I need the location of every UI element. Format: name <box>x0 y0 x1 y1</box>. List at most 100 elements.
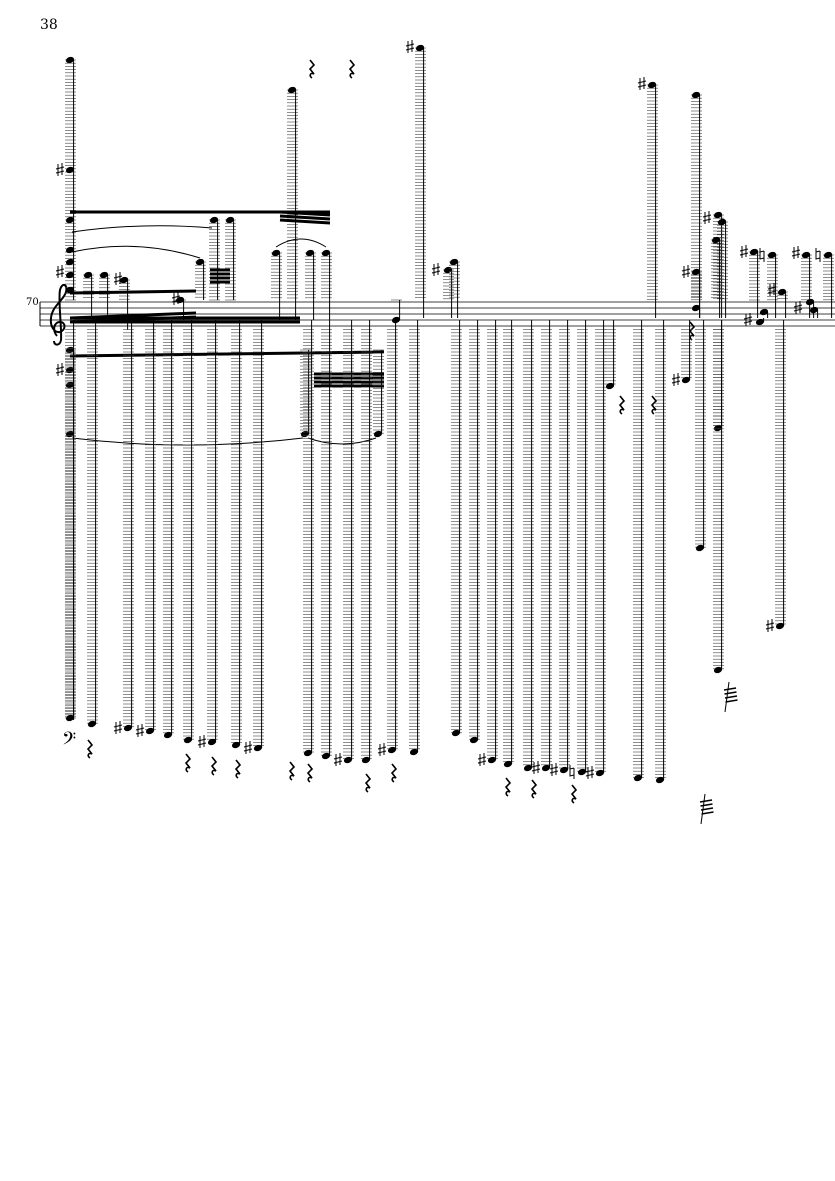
notehead <box>805 298 815 306</box>
quarter-rest <box>234 759 242 779</box>
notehead <box>300 430 310 438</box>
notehead <box>595 769 605 777</box>
sharp-accidental <box>637 77 647 90</box>
notehead <box>65 381 75 389</box>
quarter-rest <box>86 739 94 759</box>
beam <box>279 214 331 221</box>
quarter-rest <box>504 777 512 797</box>
quarter-rest <box>348 59 356 79</box>
notehead <box>711 236 721 244</box>
notehead <box>503 760 513 768</box>
notehead <box>361 756 371 764</box>
notehead <box>65 714 75 722</box>
notehead <box>209 216 219 224</box>
notehead <box>321 249 331 257</box>
notehead <box>65 166 75 174</box>
sharp-accidental <box>55 265 65 278</box>
tie <box>71 225 213 233</box>
sharp-accidental <box>405 40 415 53</box>
notehead <box>655 776 665 784</box>
notehead <box>83 271 93 279</box>
tie <box>307 437 377 445</box>
quarter-rest <box>688 321 696 341</box>
tremolo-stem <box>724 681 730 713</box>
notehead <box>449 258 459 266</box>
sharp-accidental <box>55 163 65 176</box>
tremolo-stem <box>700 793 706 825</box>
sharp-accidental <box>681 265 691 278</box>
sharp-accidental <box>197 735 207 748</box>
notehead <box>605 382 615 390</box>
notehead <box>691 304 701 312</box>
quarter-rest <box>650 395 658 415</box>
notehead <box>801 251 811 259</box>
quarter-rest <box>530 779 538 799</box>
notehead <box>823 251 833 259</box>
notehead <box>541 764 551 772</box>
beam <box>279 218 331 225</box>
notehead <box>647 81 657 89</box>
notehead <box>123 724 133 732</box>
notehead <box>387 746 397 754</box>
tremolo-stroke <box>699 799 713 803</box>
tremolo-stroke <box>724 691 737 695</box>
beam <box>69 350 385 358</box>
sharp-accidental <box>171 292 181 305</box>
notehead <box>695 544 705 552</box>
sharp-accidental <box>377 743 387 756</box>
notehead <box>755 318 765 326</box>
notehead <box>163 731 173 739</box>
measure-number: 70 <box>26 297 39 308</box>
beam <box>279 210 331 217</box>
tremolo-stroke <box>723 687 737 691</box>
notehead <box>231 741 241 749</box>
tie <box>275 238 327 248</box>
notehead <box>65 271 75 279</box>
notehead <box>225 216 235 224</box>
notehead <box>343 756 353 764</box>
notehead <box>713 424 723 432</box>
notehead <box>767 251 777 259</box>
bass-clef-sign: 𝄢 <box>62 729 76 754</box>
beam <box>69 289 197 295</box>
notehead <box>195 258 205 266</box>
notehead <box>415 44 425 52</box>
notehead <box>777 288 787 296</box>
notehead <box>691 91 701 99</box>
notehead <box>469 736 479 744</box>
notehead <box>99 271 109 279</box>
quarter-rest <box>570 784 578 804</box>
notehead <box>809 306 819 314</box>
notehead <box>65 366 75 374</box>
notehead <box>523 764 533 772</box>
notehead <box>713 211 723 219</box>
sharp-accidental <box>702 211 712 224</box>
sharp-accidental <box>793 301 803 314</box>
notehead <box>145 727 155 735</box>
sharp-accidental <box>431 263 441 276</box>
sharp-accidental <box>113 721 123 734</box>
notehead <box>183 736 193 744</box>
sharp-accidental <box>135 724 145 737</box>
sharp-accidental <box>739 245 749 258</box>
notehead <box>87 720 97 728</box>
notehead <box>253 744 263 752</box>
notehead <box>409 748 419 756</box>
notehead <box>207 738 217 746</box>
notehead <box>65 346 75 354</box>
quarter-rest <box>364 773 372 793</box>
sharp-accidental <box>477 753 487 766</box>
notehead <box>305 249 315 257</box>
natural-accidental <box>815 248 821 262</box>
notehead <box>691 268 701 276</box>
notehead <box>487 756 497 764</box>
notehead <box>559 766 569 774</box>
notehead <box>717 218 727 226</box>
sharp-accidental <box>743 313 753 326</box>
quarter-rest <box>210 756 218 776</box>
sharp-accidental <box>585 766 595 779</box>
quarter-rest <box>184 753 192 773</box>
notehead <box>451 729 461 737</box>
